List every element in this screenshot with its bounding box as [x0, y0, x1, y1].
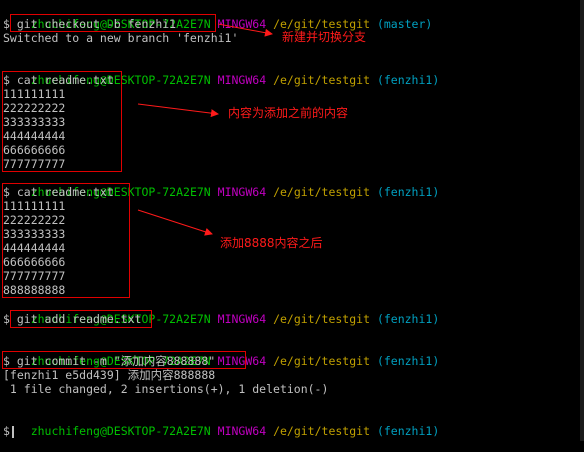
output-line: Switched to a new branch 'fenzhi1' [3, 31, 239, 45]
output-line: 222222222 [3, 101, 66, 115]
command-line: $ git commit -m "添加内容888888" [3, 354, 216, 368]
highlight-box-checkout [10, 14, 216, 32]
prompt-host: MINGW64 [217, 354, 267, 368]
output-line: 111111111 [3, 199, 66, 213]
output-line: 111111111 [3, 87, 66, 101]
prompt-host: MINGW64 [217, 312, 267, 326]
highlight-box-add [10, 310, 152, 328]
prompt-path: /e/git/testgit [273, 17, 370, 31]
prompt-path: /e/git/testgit [273, 73, 370, 87]
prompt-user: zhuchifeng@DESKTOP-72A2E7N [30, 354, 211, 368]
prompt-host: MINGW64 [217, 424, 267, 438]
prompt-line: zhuchifeng@DESKTOP-72A2E7N MINGW64 /e/gi… [3, 340, 440, 368]
prompt-branch: (fenzhi1) [376, 312, 440, 326]
output-line: 444444444 [3, 241, 66, 255]
prompt-user: zhuchifeng@DESKTOP-72A2E7N [30, 312, 211, 326]
text-cursor [11, 425, 14, 438]
output-line: 333333333 [3, 115, 66, 129]
output-line: [fenzhi1 e5dd439] 添加内容888888 [3, 368, 216, 382]
annotation-new-branch: 新建并切换分支 [282, 30, 367, 44]
prompt-branch: (fenzhi1) [376, 424, 440, 438]
prompt-host: MINGW64 [217, 73, 267, 87]
prompt-line: zhuchifeng@DESKTOP-72A2E7N MINGW64 /e/gi… [3, 298, 440, 326]
prompt-branch: (fenzhi1) [376, 185, 440, 199]
output-line: 666666666 [3, 143, 66, 157]
prompt-user: zhuchifeng@DESKTOP-72A2E7N [30, 73, 211, 87]
highlight-box-commit [2, 351, 246, 369]
command-line: $ cat readme.txt [3, 73, 114, 87]
prompt-user: zhuchifeng@DESKTOP-72A2E7N [30, 424, 211, 438]
highlight-box-after [2, 183, 130, 298]
output-line: 1 file changed, 2 insertions(+), 1 delet… [3, 382, 329, 396]
prompt-branch: (master) [376, 17, 433, 31]
annotation-arrows [137, 23, 273, 236]
prompt-branch: (fenzhi1) [376, 354, 440, 368]
prompt-path: /e/git/testgit [273, 354, 370, 368]
output-line: 333333333 [3, 227, 66, 241]
annotation-after: 添加8888内容之后 [220, 236, 323, 250]
output-line: 444444444 [3, 129, 66, 143]
output-line: 777777777 [3, 157, 66, 171]
output-line: 777777777 [3, 269, 66, 283]
prompt-path: /e/git/testgit [273, 424, 370, 438]
arrow-after [137, 209, 213, 236]
scrollbar[interactable] [580, 0, 584, 441]
prompt-host: MINGW64 [217, 185, 267, 199]
input-line[interactable]: $ [3, 424, 14, 438]
prompt-branch: (fenzhi1) [376, 73, 440, 87]
output-line: 666666666 [3, 255, 66, 269]
prompt-line: zhuchifeng@DESKTOP-72A2E7N MINGW64 /e/gi… [3, 410, 440, 438]
arrow-before [137, 103, 219, 118]
command-line: $ cat readme.txt [3, 185, 114, 199]
prompt-user: zhuchifeng@DESKTOP-72A2E7N [30, 185, 211, 199]
arrow-new-branch [217, 23, 273, 37]
prompt-line: zhuchifeng@DESKTOP-72A2E7N MINGW64 /e/gi… [3, 3, 433, 31]
output-line: 222222222 [3, 213, 66, 227]
prompt-path: /e/git/testgit [273, 312, 370, 326]
prompt-line: zhuchifeng@DESKTOP-72A2E7N MINGW64 /e/gi… [3, 171, 440, 199]
output-line: 888888888 [3, 283, 66, 297]
command-line: $ git add readme.txt [3, 312, 142, 326]
prompt-host: MINGW64 [217, 17, 267, 31]
prompt-user: zhuchifeng@DESKTOP-72A2E7N [30, 17, 211, 31]
command-line: $ git checkout -b fenzhi1 [3, 17, 177, 31]
annotation-before: 内容为添加之前的内容 [228, 106, 349, 120]
prompt-line: zhuchifeng@DESKTOP-72A2E7N MINGW64 /e/gi… [3, 59, 440, 87]
command-prompt: $ [3, 424, 10, 438]
prompt-path: /e/git/testgit [273, 185, 370, 199]
highlight-box-before [2, 71, 122, 172]
